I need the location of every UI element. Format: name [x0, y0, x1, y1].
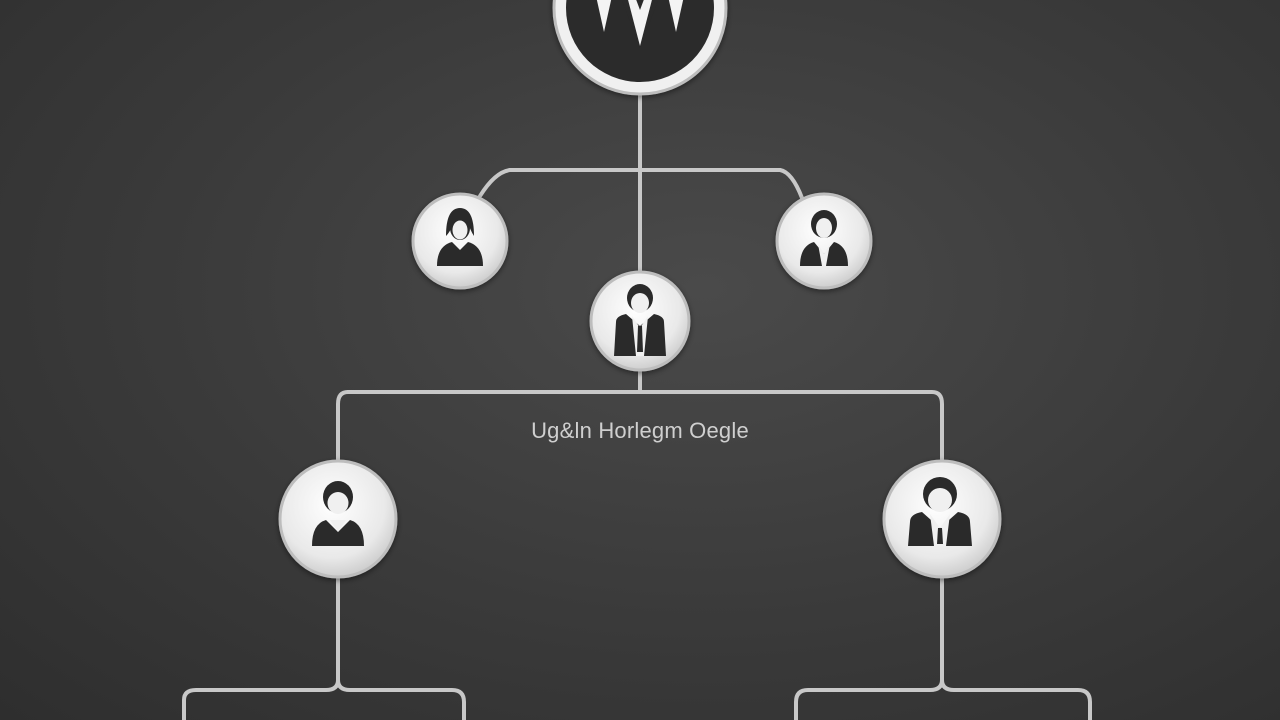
person-icon	[312, 481, 364, 546]
connector-top-right	[778, 168, 804, 200]
node-top-left[interactable]	[411, 192, 509, 290]
node-center[interactable]	[589, 270, 691, 372]
connector-bottom-right-branch	[794, 678, 1092, 720]
person-female-icon	[800, 210, 848, 266]
connector-bottom-left-branch	[182, 678, 466, 720]
connectors	[182, 68, 1092, 720]
node-root[interactable]	[552, 0, 728, 96]
diagram-label: Ug&ln Horlegm Oegle	[531, 418, 749, 443]
node-top-right[interactable]	[775, 192, 873, 290]
person-female-icon	[437, 208, 483, 266]
person-suit-icon	[908, 477, 972, 546]
connector-mid-left	[336, 390, 350, 464]
tuxedo-icon	[596, 0, 684, 48]
person-suit-icon	[614, 284, 666, 356]
node-bottom-left[interactable]	[278, 459, 398, 579]
connector-top-left	[478, 168, 512, 198]
connector-mid-bar	[346, 390, 944, 464]
node-bottom-right[interactable]	[882, 459, 1002, 579]
